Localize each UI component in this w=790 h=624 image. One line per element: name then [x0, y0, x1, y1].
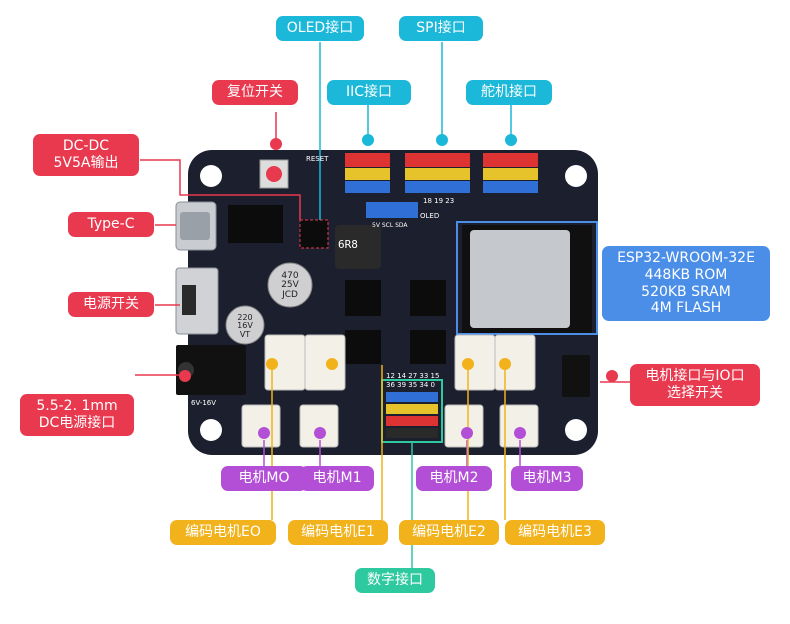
mounting-hole	[565, 419, 587, 441]
ic-chip	[345, 280, 381, 316]
marker-dot	[462, 358, 474, 370]
reset-silk-label: RESET	[306, 155, 329, 163]
inductor-label: 6R8	[338, 238, 358, 251]
dc-jack	[176, 345, 246, 395]
marker-dot	[362, 134, 374, 146]
oled-silk-label: OLED	[420, 212, 440, 220]
marker-dot	[270, 138, 282, 150]
motor-m0-label: 电机MO	[221, 466, 307, 491]
ic-chip	[345, 330, 381, 364]
motor-connector	[241, 404, 539, 448]
spi-silk-label: 18 19 23	[423, 197, 455, 205]
reset-switch-label: 复位开关	[212, 80, 298, 105]
encoder-e0-label: 编码电机EO	[170, 520, 276, 545]
oled-header	[366, 202, 418, 218]
encoder-e3-label: 编码电机E3	[505, 520, 605, 545]
typec-label: Type-C	[68, 212, 154, 237]
marker-dot	[258, 427, 270, 439]
power-switch-label: 电源开关	[68, 292, 154, 317]
ic-chip	[410, 330, 446, 364]
marker-dot	[505, 134, 517, 146]
motor-io-select-label: 电机接口与IO口选择开关	[630, 364, 760, 406]
servo-interface-label: 舵机接口	[466, 80, 552, 105]
motor-m2-label: 电机M2	[416, 466, 492, 491]
ic-chip	[410, 280, 446, 316]
motor-m1-label: 电机M1	[300, 466, 374, 491]
iic-silk-label: 5V SCL SDA	[372, 222, 408, 229]
marker-dot	[606, 370, 618, 382]
ic-chip	[299, 219, 329, 249]
inductor	[335, 225, 381, 269]
marker-dot	[514, 427, 526, 439]
voltage-silk-label: 6V-16V	[191, 399, 217, 407]
digital-interface-label: 数字接口	[355, 568, 435, 593]
pin-header-top	[345, 168, 538, 180]
oled-interface-label: OLED接口	[276, 16, 364, 41]
pin-header-top	[345, 181, 538, 193]
spi-interface-label: SPI接口	[399, 16, 483, 41]
marker-dot	[266, 358, 278, 370]
marker-dot	[326, 358, 338, 370]
motor-m3-label: 电机M3	[511, 466, 583, 491]
capacitor	[267, 262, 313, 308]
marker-dot	[461, 427, 473, 439]
marker-dot	[179, 370, 191, 382]
dip-switch	[562, 355, 590, 397]
pins-top-label: 12 14 27 33 15	[386, 372, 440, 380]
pins-bottom-label: 36 39 35 34 0	[386, 381, 435, 389]
marker-dot	[436, 134, 448, 146]
encoder-e1-label: 编码电机E1	[288, 520, 388, 545]
mounting-hole	[200, 419, 222, 441]
power-switch	[175, 267, 219, 335]
capacitor	[225, 305, 265, 345]
marker-dot	[314, 427, 326, 439]
pin-header-top	[345, 153, 538, 167]
encoder-connector	[264, 334, 536, 391]
encoder-e2-label: 编码电机E2	[399, 520, 499, 545]
mounting-hole	[565, 165, 587, 187]
ic-chip	[228, 205, 283, 243]
mounting-hole	[200, 165, 222, 187]
marker-dot	[499, 358, 511, 370]
iic-interface-label: IIC接口	[327, 80, 411, 105]
